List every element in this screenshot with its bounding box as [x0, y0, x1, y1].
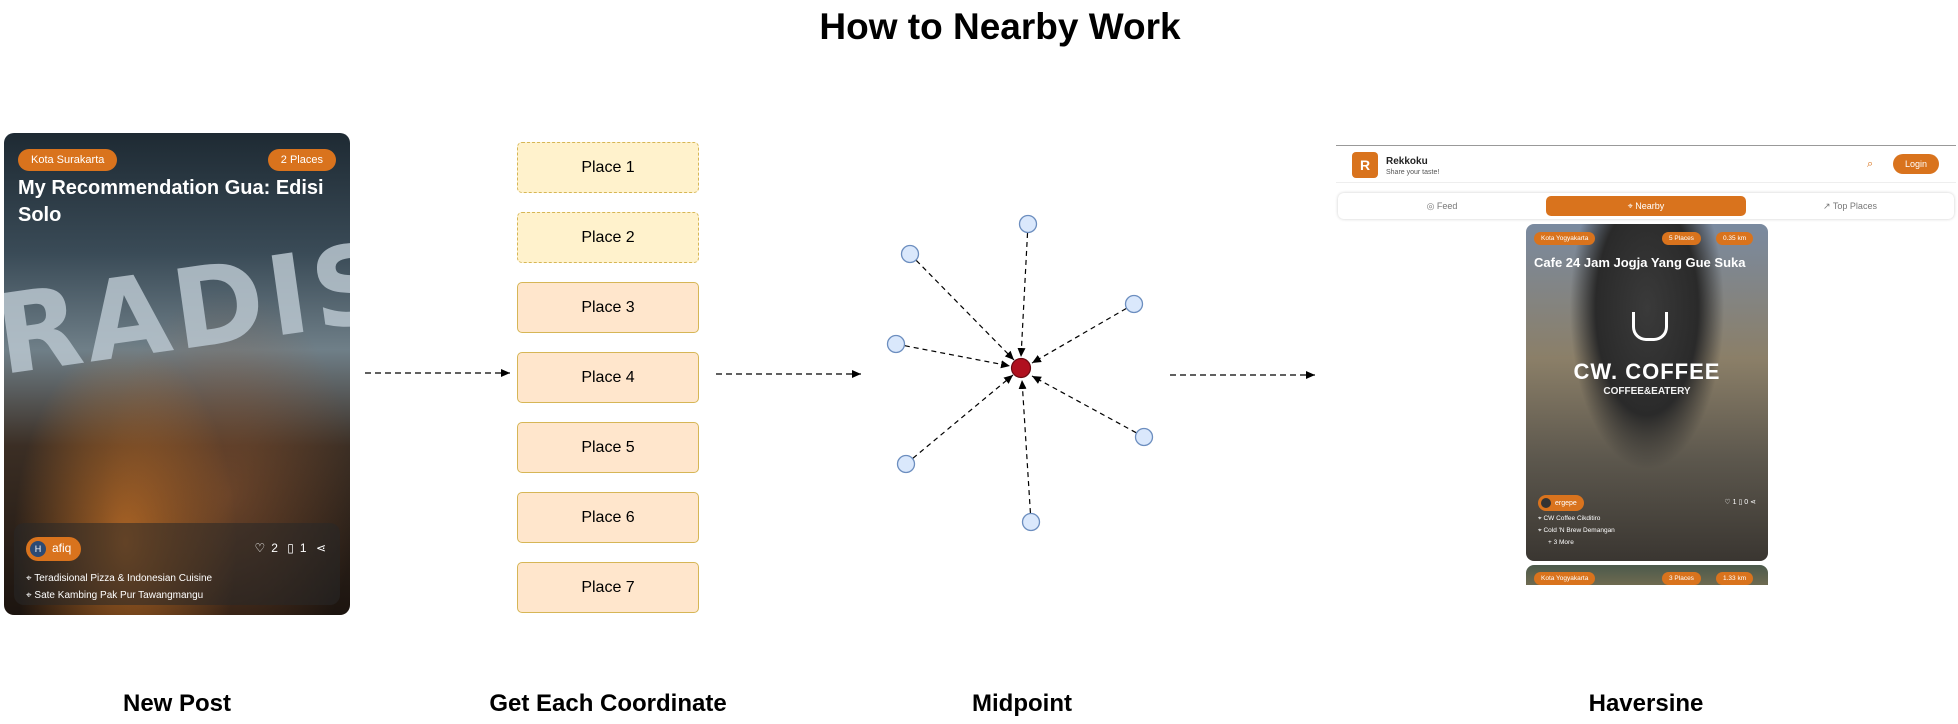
bookmark-icon[interactable]: ▯: [1738, 499, 1743, 506]
card-distance-badge: 0.35 km: [1716, 232, 1754, 245]
card2-city-badge: Kota Yogyakarta: [1534, 572, 1596, 585]
post-title: My Recommendation Gua: Edisi Solo: [18, 177, 324, 226]
stage-label-new-post: New Post: [122, 690, 232, 717]
post-place-2-label: Sate Kambing Pak Pur Tawangmangu: [34, 590, 204, 601]
location-pin-icon: ⌖: [1538, 527, 1544, 534]
stage-label-haversine: Haversine: [1588, 690, 1704, 717]
card-likes: 1: [1732, 499, 1737, 506]
card-title: Cafe 24 Jam Jogja Yang Gue Suka: [1534, 255, 1746, 270]
card-place-2-label: Cold 'N Brew Demangan: [1543, 527, 1615, 534]
heart-icon[interactable]: ♡: [254, 541, 266, 555]
midpoint-graph: [886, 214, 1154, 532]
card-author-name: ergepe: [1555, 499, 1577, 507]
card-place-1-label: CW Coffee Cikditiro: [1543, 515, 1601, 522]
tab-nearby[interactable]: ⌖ Nearby: [1546, 196, 1746, 216]
spoke-7: [1018, 379, 1032, 523]
nearby-card[interactable]: Kota Yogyakarta 5 Places 0.35 km Cafe 24…: [1526, 224, 1768, 561]
trending-icon: ↗: [1823, 201, 1833, 211]
coordinate-point: [900, 244, 920, 264]
spoke-4: [895, 343, 1011, 369]
coordinate-point: [886, 334, 906, 354]
place-box-7: Place 7: [517, 562, 699, 613]
tab-nearby-label: Nearby: [1635, 201, 1665, 211]
coordinate-point: [1134, 427, 1154, 447]
place-box-4: Place 4: [517, 352, 699, 403]
app-header: R Rekkoku Share your taste! ⌕ Login: [1336, 145, 1956, 183]
bookmark-icon[interactable]: ▯: [287, 541, 294, 555]
coordinate-point: [1018, 214, 1038, 234]
card-bookmarks: 0: [1744, 499, 1749, 506]
card-photo-sign-sub: COFFEE&EATERY: [1603, 386, 1691, 397]
tab-top-places[interactable]: ↗ Top Places: [1750, 196, 1950, 216]
spoke-2: [909, 253, 1015, 361]
avatar: [1541, 498, 1551, 508]
coffee-cup-logo: [1632, 312, 1668, 341]
spoke-6: [905, 374, 1014, 465]
card-place-2: ⌖ Cold 'N Brew Demangan: [1538, 527, 1615, 535]
tab-top-places-label: Top Places: [1832, 201, 1877, 211]
post-city-badge: Kota Surakarta: [18, 149, 118, 171]
location-pin-icon: ⌖: [26, 573, 35, 584]
share-icon[interactable]: ⋖: [1750, 499, 1756, 506]
place-box-2: Place 2: [517, 212, 699, 263]
spoke-1: [1017, 223, 1029, 358]
search-icon[interactable]: ⌕: [1867, 158, 1874, 170]
nearby-app-screenshot: R Rekkoku Share your taste! ⌕ Login ◎ Fe…: [1336, 145, 1956, 585]
nearby-card-2[interactable]: Kota Yogyakarta 3 Places 1.33 km: [1526, 565, 1768, 585]
post-count-badge: 2 Places: [267, 149, 336, 171]
feed-icon: ◎: [1426, 201, 1437, 211]
tab-feed-label: Feed: [1436, 201, 1458, 211]
card-count-badge: 5 Places: [1662, 232, 1701, 245]
tab-feed[interactable]: ◎ Feed: [1342, 196, 1542, 216]
spoke-3: [1031, 303, 1135, 364]
location-pin-icon: ⌖: [26, 590, 35, 601]
midpoint-center: [1010, 357, 1032, 379]
coordinate-point: [896, 454, 916, 474]
coordinate-point: [1021, 512, 1041, 532]
location-pin-icon: ⌖: [1627, 201, 1636, 211]
avatar: H: [30, 541, 46, 557]
place-box-3: Place 3: [517, 282, 699, 333]
post-place-1-label: Teradisional Pizza & Indonesian Cuisine: [34, 573, 213, 584]
place-box-6: Place 6: [517, 492, 699, 543]
share-icon[interactable]: ⋖: [315, 541, 326, 555]
heart-icon[interactable]: ♡: [1724, 499, 1731, 506]
post-stats: ♡ 2 ▯ 1 ⋖: [249, 541, 327, 555]
stage-label-midpoint: Midpoint: [972, 690, 1072, 717]
stage-label-get-each-coordinate: Get Each Coordinate: [489, 690, 727, 717]
card-photo-sign: CW. COFFEE: [1573, 359, 1721, 384]
app-brand: Rekkoku: [1386, 156, 1428, 167]
card2-count-badge: 3 Places: [1662, 572, 1701, 585]
post-place-2: ⌖ Sate Kambing Pak Pur Tawangmangu: [26, 590, 203, 601]
app-logo[interactable]: R: [1352, 152, 1378, 178]
app-tabs: ◎ Feed ⌖ Nearby ↗ Top Places: [1338, 193, 1954, 219]
card2-distance-badge: 1.33 km: [1716, 572, 1754, 585]
login-button[interactable]: Login: [1893, 154, 1939, 174]
diagram-title: How to Nearby Work: [819, 6, 1181, 47]
card-city-badge: Kota Yogyakarta: [1534, 232, 1596, 245]
post-place-1: ⌖ Teradisional Pizza & Indonesian Cuisin…: [26, 573, 212, 584]
post-likes: 2: [271, 541, 278, 555]
card-more-link[interactable]: + 3 More: [1548, 539, 1574, 546]
post-bookmarks: 1: [299, 541, 307, 555]
card-stats: ♡ 1 ▯ 0 ⋖: [1724, 498, 1756, 506]
place-box-5: Place 5: [517, 422, 699, 473]
spoke-5: [1031, 375, 1145, 438]
post-author-name: afiq: [52, 541, 72, 556]
card-author-chip[interactable]: ergepe: [1538, 495, 1584, 511]
card-place-1: ⌖ CW Coffee Cikditiro: [1538, 515, 1600, 523]
place-box-1: Place 1: [517, 142, 699, 193]
post-card: RADISION Kota Surakarta 2 Places My Reco…: [4, 133, 350, 615]
location-pin-icon: ⌖: [1538, 515, 1544, 522]
app-tagline: Share your taste!: [1386, 169, 1440, 176]
coordinate-point: [1124, 294, 1144, 314]
